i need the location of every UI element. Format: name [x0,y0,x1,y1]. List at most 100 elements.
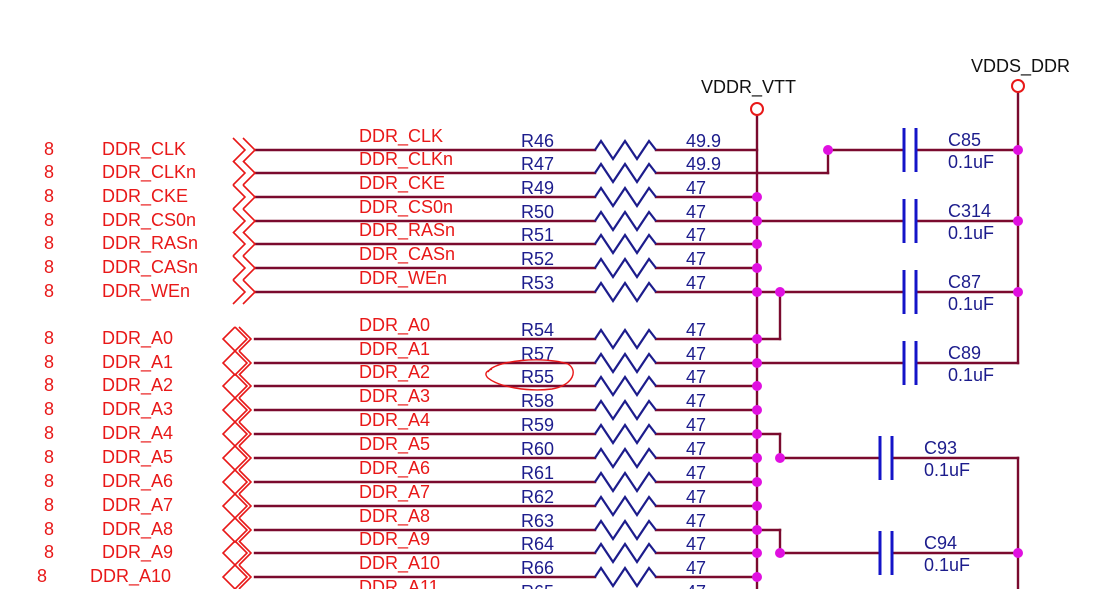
resistor-ref-r50: R50 [521,202,554,222]
port-page-ref-ddr-cke: 8 [44,186,54,206]
port-flag-arrow-ddr-a7 [238,493,253,519]
port-name-ddr-a0: DDR_A0 [102,328,173,349]
net-label-ddr-a9: DDR_A9 [359,529,430,550]
vtt-junction-ddr-a2 [752,381,762,391]
vtt-junction-ddr-a3 [752,405,762,415]
symbols-layer [221,79,1025,589]
port-flag-ddr-a10 [221,564,249,589]
resistor-symbol-r46 [594,139,657,161]
net-label-ddr-a8: DDR_A8 [359,506,430,527]
resistor-symbol-r52 [594,257,657,279]
port-page-ref-ddr-a6: 8 [44,471,54,491]
resistor-symbol-r50 [594,210,657,232]
cap-ref-c85: C85 [948,130,981,150]
vtt-junction-ddr-rasn [752,239,762,249]
resistor-value-r64: 47 [686,534,706,554]
bypass-junction-a9 [775,548,785,558]
port-page-ref-ddr-a9: 8 [44,542,54,562]
port-flag-arrow-ddr-a1 [238,350,253,376]
port-flag-ddr-cke [232,184,247,210]
port-page-ref-ddr-a1: 8 [44,352,54,372]
vdds-power-label: VDDS_DDR [971,56,1070,77]
resistor-symbol-r63 [594,519,657,541]
resistor-symbol-r58 [594,399,657,421]
port-name-ddr-clkn: DDR_CLKn [102,162,196,183]
resistor-value-r53: 47 [686,273,706,293]
port-name-ddr-a7: DDR_A7 [102,495,173,516]
resistor-ref-r57: R57 [521,344,554,364]
net-label-ddr-wen: DDR_WEn [359,268,447,289]
resistor-value-r49: 47 [686,178,706,198]
resistor-ref-r59: R59 [521,415,554,435]
port-name-ddr-rasn: DDR_RASn [102,233,198,254]
resistor-ref-r49: R49 [521,178,554,198]
resistor-symbol-r53 [594,281,657,303]
port-flag-arrow-ddr-a2 [238,373,253,399]
port-page-ref-ddr-a2: 8 [44,375,54,395]
port-flag-arrow-ddr-a3 [238,397,253,423]
port-page-ref-ddr-a10: 8 [37,566,47,586]
net-label-ddr-cs0n: DDR_CS0n [359,197,453,218]
resistor-value-r58: 47 [686,391,706,411]
port-flag-arrow-ddr-a0 [238,326,253,352]
resistor-ref-r54: R54 [521,320,554,340]
r55-circle-annotation [485,359,574,391]
port-page-ref-ddr-a5: 8 [44,447,54,467]
vtt-junction-ddr-a9 [752,548,762,558]
vtt-junction-ddr-a5 [752,453,762,463]
resistor-value-r50: 47 [686,202,706,222]
vtt-power-label: VDDR_VTT [701,77,796,98]
resistor-symbol-r61 [594,471,657,493]
port-page-ref-ddr-clk: 8 [44,139,54,159]
vdds-power-symbol [1011,79,1025,93]
port-name-ddr-a2: DDR_A2 [102,375,173,396]
resistor-symbol-r51 [594,233,657,255]
port-flag-arrow-ddr-cke [242,184,257,210]
net-label-ddr-a1: DDR_A1 [359,339,430,360]
net-label-ddr-casn: DDR_CASn [359,244,455,265]
net-label-ddr-a2: DDR_A2 [359,362,430,383]
net-label-ddr-a0: DDR_A0 [359,315,430,336]
resistor-value-r47: 49.9 [686,154,721,174]
cap-ref-c314: C314 [948,201,991,221]
port-name-ddr-a9: DDR_A9 [102,542,173,563]
port-page-ref-ddr-a0: 8 [44,328,54,348]
net-label-ddr-a10: DDR_A10 [359,553,440,574]
port-flag-ddr-cs0n [232,208,247,234]
resistor-ref-r60: R60 [521,439,554,459]
port-flag-arrow-ddr-clkn [242,160,257,186]
port-page-ref-ddr-a4: 8 [44,423,54,443]
resistor-value-r51: 47 [686,225,706,245]
port-name-ddr-a5: DDR_A5 [102,447,173,468]
bypass-junction-wen [775,287,785,297]
cap-value-c89: 0.1uF [948,365,994,385]
resistor-ref-r65: R65 [521,582,554,589]
resistor-value-r60: 47 [686,439,706,459]
cap-value-c93: 0.1uF [924,460,970,480]
wires-layer [253,90,1020,589]
resistor-ref-r66: R66 [521,558,554,578]
resistor-value-r54: 47 [686,320,706,340]
cap-value-c87: 0.1uF [948,294,994,314]
vdds-junction-c314 [1013,216,1023,226]
net-label-ddr-a6: DDR_A6 [359,458,430,479]
port-name-ddr-casn: DDR_CASn [102,257,198,278]
port-name-ddr-a1: DDR_A1 [102,352,173,373]
port-flag-ddr-clk [232,137,247,163]
net-label-ddr-rasn: DDR_RASn [359,220,455,241]
port-flag-arrow-ddr-a8 [238,517,253,543]
resistor-symbol-r62 [594,495,657,517]
cap-ref-c94: C94 [924,533,957,553]
vtt-junction-ddr-a1 [752,358,762,368]
port-flag-arrow-ddr-a6 [238,469,253,495]
cap-value-c85: 0.1uF [948,152,994,172]
resistor-value-r66: 47 [686,558,706,578]
port-name-ddr-a6: DDR_A6 [102,471,173,492]
port-flag-arrow-ddr-a10 [238,564,253,589]
net-label-ddr-a7: DDR_A7 [359,482,430,503]
resistor-ref-r52: R52 [521,249,554,269]
port-name-ddr-cke: DDR_CKE [102,186,188,207]
port-name-ddr-a10: DDR_A10 [90,566,171,587]
